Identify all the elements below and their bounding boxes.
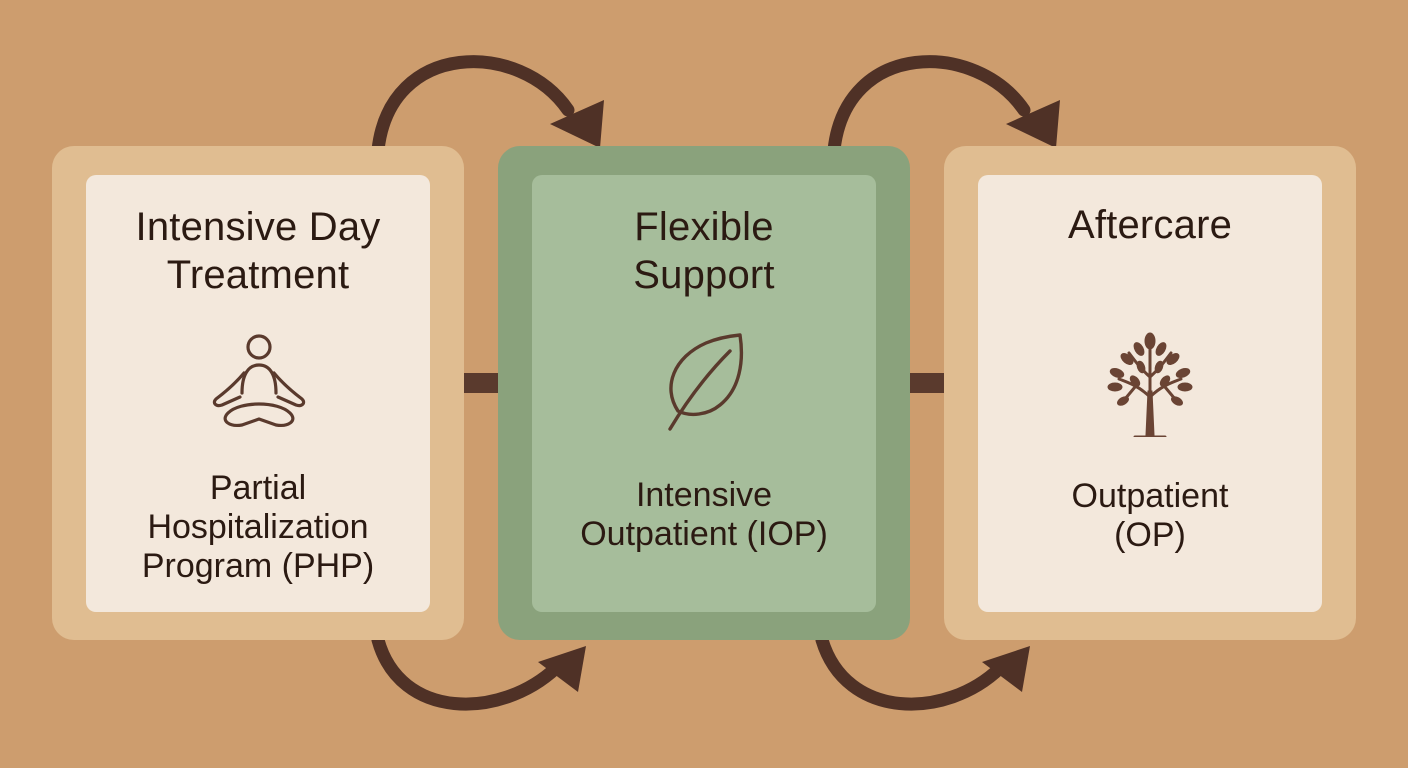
stage-title: Intensive Day Treatment xyxy=(135,205,381,297)
card-panel: Flexible Support Intensive Outpatient (I… xyxy=(532,175,876,612)
arrowhead-php-to-iop-bottom xyxy=(538,646,586,692)
card-panel: Aftercare xyxy=(978,175,1322,612)
card-panel: Intensive Day Treatment Partial Hospital… xyxy=(86,175,430,612)
program-name: Partial Hospitalization Program (PHP) xyxy=(141,469,375,585)
meditation-icon xyxy=(212,334,306,427)
arrowhead-iop-to-op-bottom xyxy=(982,646,1030,692)
arrowhead-php-to-iop-top xyxy=(550,100,604,148)
stage-title: Aftercare xyxy=(1067,203,1233,247)
arrowhead-iop-to-op-top xyxy=(1006,100,1060,148)
stage-title: Flexible Support xyxy=(633,205,775,297)
program-name: Intensive Outpatient (IOP) xyxy=(580,476,828,553)
tree-icon xyxy=(1107,332,1193,437)
arrow-iop-to-op-top xyxy=(827,55,1031,157)
arrow-php-to-iop-bottom xyxy=(371,633,563,711)
arrow-php-to-iop-top xyxy=(371,55,575,157)
arrow-iop-to-op-bottom xyxy=(815,633,1007,711)
leaf-icon xyxy=(668,333,744,431)
program-name: Outpatient (OP) xyxy=(1071,477,1229,554)
